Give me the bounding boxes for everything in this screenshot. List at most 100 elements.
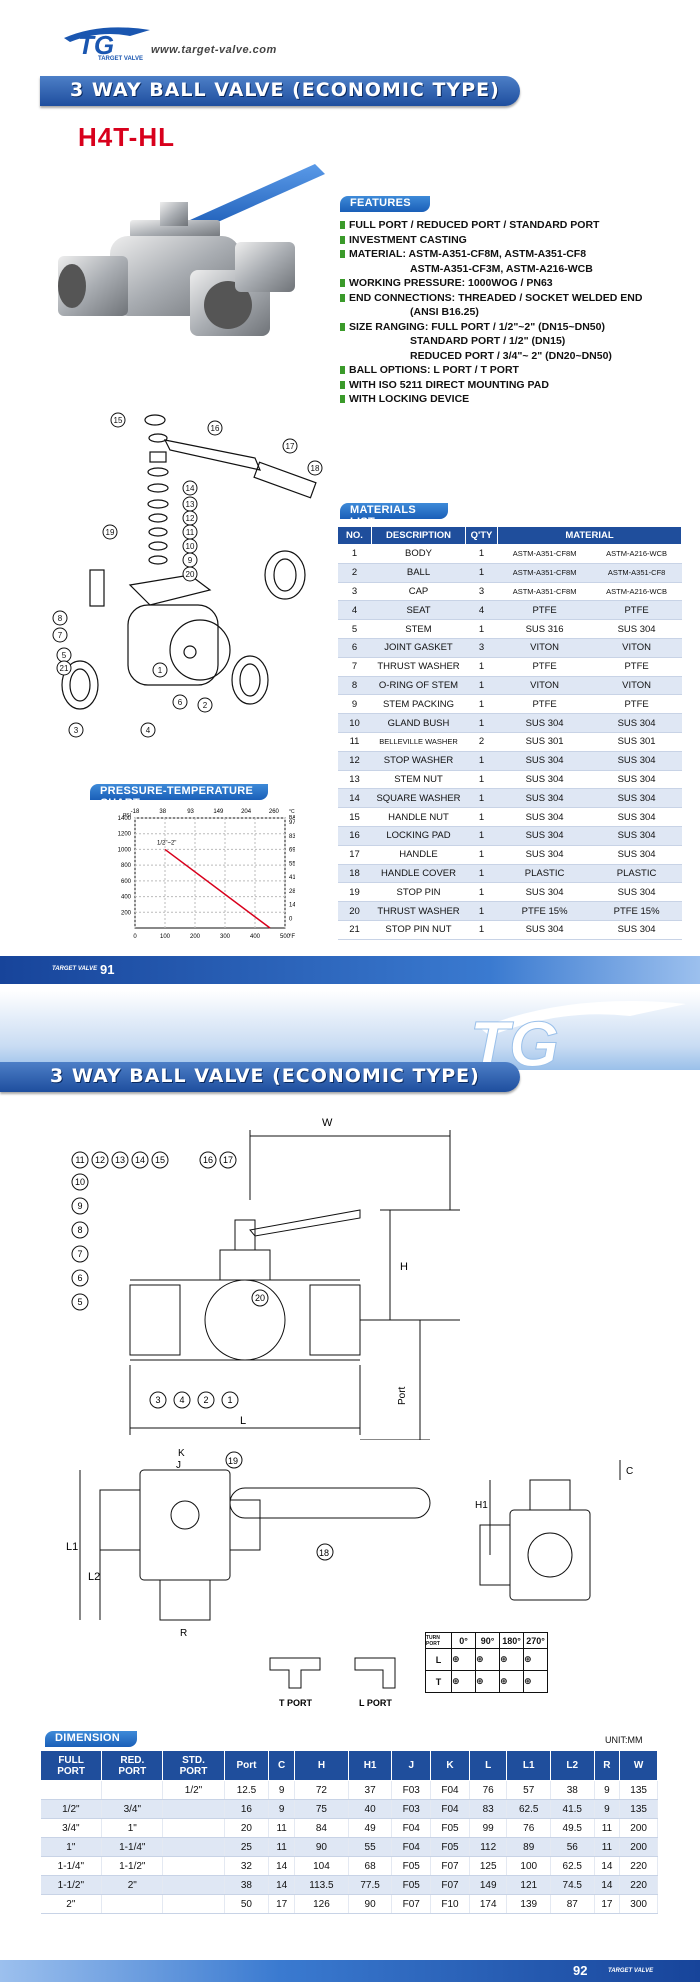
col-no: NO. [337,526,372,545]
table-cell: 15 [337,807,372,827]
table-cell: 125 [469,1856,508,1876]
callout-label: 4 [179,1395,184,1405]
features-label: FEATURES [340,196,430,212]
callout-label: 21 [60,664,69,673]
table-cell: SUS 301 [497,732,592,752]
callout-label: 4 [146,726,151,735]
callout-circle [52,610,68,626]
table-cell: 11 [268,1837,296,1857]
table-cell: STEM PACKING [371,694,466,715]
callout-circle [71,1173,89,1191]
feature-item: WITH LOCKING DEVICE [340,392,680,407]
callout-label: 11 [186,528,195,537]
table-cell: STEM NUT [371,770,466,790]
feature-item: BALL OPTIONS: L PORT / T PORT [340,363,680,378]
callout-circle [102,524,118,540]
right-tick-label: 28 [289,889,295,895]
x-unit: °F [289,934,295,940]
right-unit: BAR [289,815,295,821]
table-cell: 74.5 [550,1875,595,1895]
table-cell: 49 [348,1818,393,1838]
table-cell: 9 [268,1799,296,1819]
table-cell: 1 [465,657,498,677]
table-cell: VITON [591,676,682,696]
table-cell: 1 [465,901,498,921]
table-cell: 11 [268,1818,296,1838]
table-cell: 37 [348,1780,393,1800]
table-cell: ASTM-A216-WCB [591,544,682,564]
table-cell: 174 [469,1894,508,1914]
callout-label: 9 [188,556,193,565]
table-cell: 1 [465,544,498,564]
table-cell: GLAND BUSH [371,713,466,733]
table-cell: SEAT [371,600,466,621]
right-tick-label: 55 [289,861,295,867]
dim-j: J [176,1460,181,1471]
table-cell: 1" [40,1837,103,1857]
dim-header: J [391,1750,432,1781]
table-cell: 25 [224,1837,270,1857]
table-cell: 1" [101,1818,164,1838]
materials-list-label: MATERIALS LIST [340,503,448,528]
page2-title: 3 WAY BALL VALVE (ECONOMIC TYPE) [50,1065,480,1087]
table-cell: PTFE [591,694,682,715]
x-tick-label: 500 [280,934,291,940]
table-cell: 113.5 [294,1875,349,1895]
page2-number: 92 [573,1963,588,1978]
footer-bar: TARGET VALVE 91 [0,956,700,984]
table-cell: 3 [465,638,498,658]
table-cell: 76 [469,1780,508,1800]
table-cell: ASTM-A351-CF8M [497,582,592,602]
table-cell: PTFE [497,694,592,715]
top-tick-label: -18 [131,809,140,815]
table-cell: 1 [465,920,498,940]
x-tick-label: 200 [190,934,201,940]
page2-title-banner: 3 WAY BALL VALVE (ECONOMIC TYPE) [0,1062,520,1092]
table-cell: 14 [337,788,372,809]
table-cell [162,1875,225,1895]
table-cell [162,1818,225,1838]
page2-footer-bar: 92 TARGET VALVE [0,1960,700,1982]
callout-circle [140,722,156,738]
table-cell: F05 [430,1837,470,1857]
callout-label: 8 [58,614,63,623]
table-cell: STEM [371,619,466,639]
table-cell: F07 [430,1875,470,1895]
callout-label: 3 [155,1395,160,1405]
table-cell: ASTM-A351-CF8 [591,563,682,583]
table-cell: 40 [348,1799,393,1819]
table-cell: 77.5 [348,1875,393,1895]
table-cell: 3 [337,582,372,602]
table-cell: PTFE [591,657,682,677]
table-cell: 75 [294,1799,349,1819]
website-url[interactable]: www.target-valve.com [151,44,277,56]
table-cell [162,1837,225,1857]
table-cell: 1 [465,676,498,696]
table-cell: 1 [337,544,372,564]
table-cell: 76 [506,1818,551,1838]
table-cell: 4 [337,600,372,621]
target-valve-logo: TG TARGET VALVE [64,27,150,62]
table-cell: 200 [619,1837,658,1857]
table-cell: 135 [619,1780,658,1800]
y-tick-label: 200 [121,910,132,916]
callout-label: 20 [255,1293,265,1303]
callout-label: 10 [75,1177,85,1187]
table-cell [40,1780,103,1800]
table-cell: 68 [348,1856,393,1876]
table-cell [101,1894,164,1914]
callout-circle [151,1151,169,1169]
table-cell: SQUARE WASHER [371,788,466,809]
table-cell: 1 [465,788,498,809]
table-cell: 19 [337,882,372,903]
